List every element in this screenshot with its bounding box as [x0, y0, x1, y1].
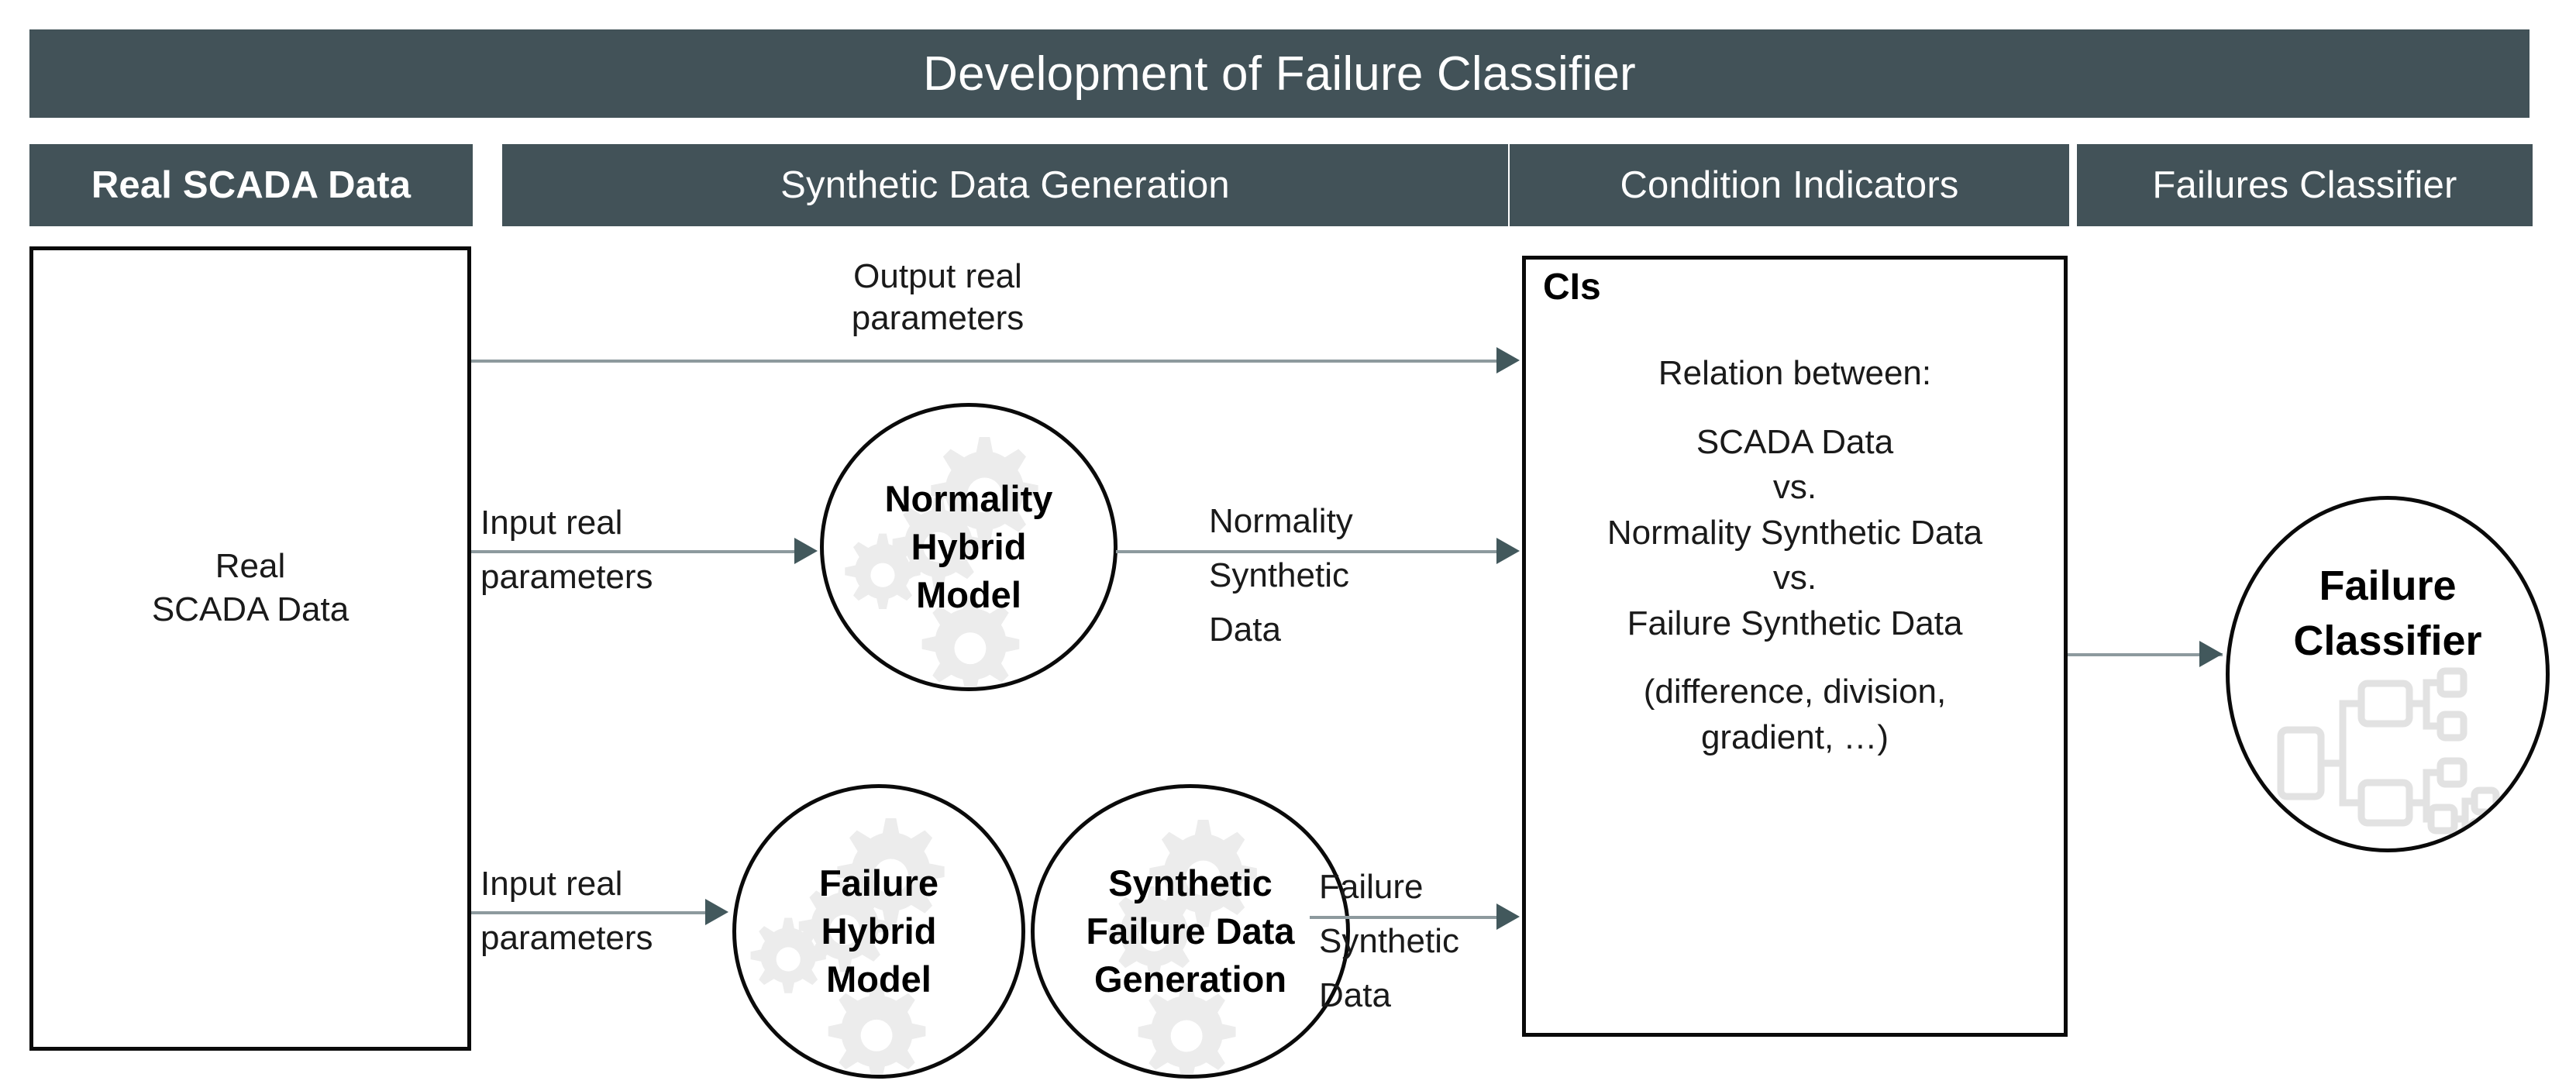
node-synthetic-failure-data-generation: Synthetic Failure Data Generation — [1031, 784, 1350, 1079]
edge-label-failure-synthetic-data-line2: Synthetic — [1319, 922, 1459, 960]
connector-input-real-parameters-bottom-arrowhead — [705, 899, 728, 925]
cis-line-scada-data: SCADA Data — [1696, 422, 1894, 461]
column-header-condition-indicators: Condition Indicators — [1510, 144, 2069, 226]
connector-cis-to-classifier-line — [2068, 653, 2223, 656]
column-header-synthetic-data-generation: Synthetic Data Generation — [502, 144, 1508, 226]
connector-cis-to-classifier-arrowhead — [2199, 641, 2223, 667]
edge-label-normality-synthetic-data-line1: Normality — [1209, 502, 1353, 540]
column-header-label: Failures Classifier — [2152, 164, 2457, 206]
real-scada-data-label: Real SCADA Data — [151, 547, 350, 629]
cis-line-operations-1: (difference, division, — [1643, 673, 1947, 711]
connector-input-real-parameters-top-line — [471, 550, 797, 553]
normality-hybrid-model-label: Normality Hybrid Model — [884, 477, 1053, 616]
edge-label-output-real-parameters: Output real parameters — [851, 257, 1025, 337]
cis-line-operations-2: gradient, …) — [1700, 718, 1889, 756]
edge-label-normality-synthetic-data-line2: Synthetic — [1209, 556, 1349, 594]
connector-input-real-parameters-bottom-line — [471, 911, 708, 914]
decision-tree-icon — [2277, 667, 2500, 845]
cis-line-relation: Relation between: — [1658, 354, 1932, 392]
column-header-real-scada-data: Real SCADA Data — [29, 144, 473, 226]
cis-line-normality-synthetic-data: Normality Synthetic Data — [1607, 513, 1983, 552]
edge-label-failure-synthetic-data-line3: Data — [1319, 976, 1391, 1014]
page-title: Development of Failure Classifier — [923, 46, 1636, 101]
edge-label-input-real-parameters-top-line2: parameters — [480, 558, 653, 596]
cis-line-vs-1: vs. — [1772, 468, 1817, 507]
failure-hybrid-model-label: Failure Hybrid Model — [818, 862, 939, 1000]
connector-input-real-parameters-top-arrowhead — [794, 538, 818, 564]
node-real-scada-data-box: Real SCADA Data — [29, 246, 471, 1051]
column-header-label: Condition Indicators — [1620, 164, 1959, 206]
node-failure-classifier: Failure Classifier — [2226, 496, 2550, 852]
connector-output-real-parameters-line — [471, 360, 1499, 363]
synthetic-failure-data-generation-label: Synthetic Failure Data Generation — [1086, 862, 1295, 1000]
edge-label-input-real-parameters-bottom-line1: Input real — [480, 865, 623, 903]
cis-box-title: CIs — [1543, 267, 1601, 308]
cis-box-body: Relation between: SCADA Data vs. Normali… — [1526, 351, 2064, 760]
edge-label-input-real-parameters-top-line1: Input real — [480, 504, 623, 542]
edge-label-input-real-parameters-bottom-line2: parameters — [480, 919, 653, 957]
column-header-label: Real SCADA Data — [91, 164, 412, 206]
column-header-failures-classifier: Failures Classifier — [2077, 144, 2533, 226]
connector-normality-synthetic-data-line — [1116, 550, 1499, 553]
connector-failure-synthetic-data-line — [1310, 916, 1499, 919]
column-header-label: Synthetic Data Generation — [780, 164, 1230, 206]
cis-line-vs-2: vs. — [1772, 559, 1817, 597]
connector-output-real-parameters-arrowhead — [1496, 347, 1520, 373]
node-condition-indicators-box: CIs Relation between: SCADA Data vs. Nor… — [1522, 256, 2068, 1037]
diagram-title-band: Development of Failure Classifier — [29, 29, 2530, 118]
edge-label-normality-synthetic-data-line3: Data — [1209, 611, 1281, 649]
connector-normality-synthetic-data-arrowhead — [1496, 538, 1520, 564]
connector-failure-synthetic-data-arrowhead — [1496, 903, 1520, 930]
cis-line-failure-synthetic-data: Failure Synthetic Data — [1627, 604, 1963, 642]
edge-label-failure-synthetic-data-line1: Failure — [1319, 868, 1424, 906]
failure-classifier-label: Failure Classifier — [2293, 562, 2482, 664]
node-normality-hybrid-model: Normality Hybrid Model — [820, 403, 1118, 691]
